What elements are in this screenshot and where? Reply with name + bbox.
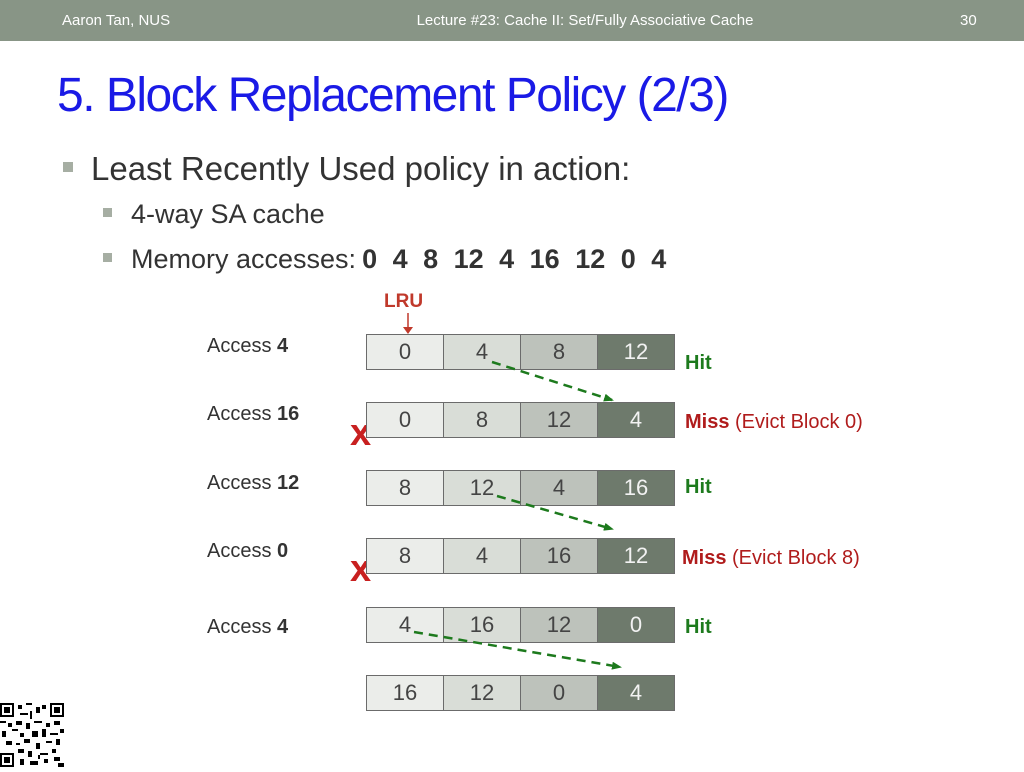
cache-block: 4: [521, 471, 598, 505]
cache-set-row: 4 16 12 0: [366, 607, 675, 643]
cache-set-row: 0 8 12 4: [366, 402, 675, 438]
cache-set-row: 0 4 8 12: [366, 334, 675, 370]
result-miss-label: Miss: [685, 411, 730, 433]
cache-block: 16: [598, 471, 674, 505]
access-value: 4: [277, 616, 289, 638]
cache-block: 4: [367, 608, 444, 642]
result-miss-label: Miss: [682, 547, 727, 569]
result-miss: Miss (Evict Block 8): [682, 547, 860, 570]
cache-set-row-final: 16 12 0 4: [366, 675, 675, 711]
access-value: 16: [277, 403, 300, 425]
cache-block: 16: [444, 608, 521, 642]
bullet-sub-accesses-label: Memory accesses:: [131, 244, 357, 274]
header-page-number: 30: [960, 12, 977, 29]
access-value: 12: [277, 472, 300, 494]
access-value: 4: [277, 335, 289, 357]
cache-block: 16: [367, 676, 444, 710]
cache-block: 4: [444, 539, 521, 573]
move-arrow: [491, 360, 614, 402]
qr-code-icon: [0, 703, 64, 767]
cache-block: 12: [444, 676, 521, 710]
evict-x-icon: x: [350, 412, 372, 454]
cache-block: 12: [598, 335, 674, 369]
cache-block: 12: [598, 539, 674, 573]
cache-block: 0: [598, 608, 674, 642]
cache-block: 12: [521, 608, 598, 642]
access-label: Access 0: [207, 540, 289, 562]
bullet-square-icon: [63, 162, 73, 173]
bullet-sub-cache-text: 4-way SA cache: [131, 199, 325, 229]
evict-x-icon: x: [350, 548, 372, 590]
cache-block: 4: [444, 335, 521, 369]
slide-title: 5. Block Replacement Policy (2/3): [57, 69, 729, 122]
move-arrow: [413, 630, 622, 670]
cache-block: 8: [367, 471, 444, 505]
cache-set-row: 8 4 16 12: [366, 538, 675, 574]
bullet-main-text: Least Recently Used policy in action:: [91, 150, 631, 187]
header-lecture-title: Lecture #23: Cache II: Set/Fully Associa…: [416, 12, 754, 29]
cache-block: 0: [367, 403, 444, 437]
access-label: Access 16: [207, 403, 300, 425]
memory-access-sequence: 0 4 8 12 4 16 12 0 4: [362, 244, 667, 274]
cache-block: 16: [521, 539, 598, 573]
bullet-main: Least Recently Used policy in action:: [63, 150, 630, 188]
cache-block: 4: [598, 676, 674, 710]
cache-block: 0: [521, 676, 598, 710]
result-hit: Hit: [685, 476, 712, 498]
lru-label: LRU: [384, 291, 424, 312]
result-miss-detail: (Evict Block 8): [726, 547, 860, 569]
result-hit: Hit: [685, 352, 712, 374]
cache-block: 12: [521, 403, 598, 437]
lru-arrow-icon: [403, 313, 413, 334]
bullet-square-icon: [103, 208, 112, 218]
move-arrow: [496, 494, 614, 531]
cache-block: 8: [367, 539, 444, 573]
access-label: Access 4: [207, 616, 289, 638]
cache-block: 8: [444, 403, 521, 437]
result-miss-detail: (Evict Block 0): [729, 411, 863, 433]
header-author: Aaron Tan, NUS: [62, 12, 171, 29]
access-label: Access 4: [207, 335, 289, 357]
access-label: Access 12: [207, 472, 300, 494]
bullet-sub-accesses: Memory accesses:0 4 8 12 4 16 12 0 4: [103, 244, 666, 275]
cache-set-row: 8 12 4 16: [366, 470, 675, 506]
bullet-square-icon: [103, 253, 112, 263]
cache-block: 0: [367, 335, 444, 369]
cache-block: 4: [598, 403, 674, 437]
access-value: 0: [277, 540, 289, 562]
result-miss: Miss (Evict Block 0): [685, 411, 863, 434]
slide-header: Aaron Tan, NUS Lecture #23: Cache II: Se…: [0, 0, 1024, 41]
cache-block: 8: [521, 335, 598, 369]
bullet-sub-cache: 4-way SA cache: [103, 199, 325, 230]
result-hit: Hit: [685, 616, 712, 638]
cache-block: 12: [444, 471, 521, 505]
